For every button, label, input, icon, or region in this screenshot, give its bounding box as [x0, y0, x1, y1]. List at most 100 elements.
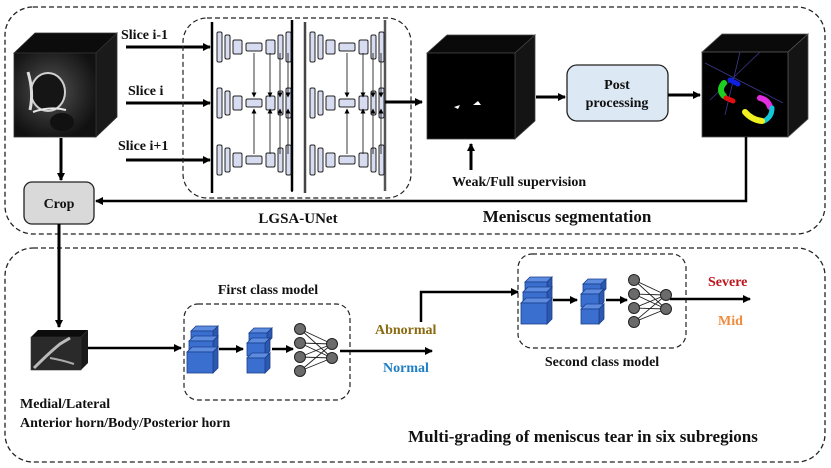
feature-map-cube	[580, 308, 600, 325]
mlp-neuron	[294, 337, 306, 349]
feature-map-cube	[246, 357, 266, 374]
normal-label: Normal	[383, 361, 429, 376]
slice-next-label: Slice i+1	[118, 139, 168, 154]
unet-layer-block	[224, 34, 231, 60]
second-model-frame	[517, 253, 687, 349]
segmentation-section-frame	[4, 6, 826, 235]
feature-map-cube	[520, 302, 548, 325]
abnormal-label: Abnormal	[375, 323, 437, 338]
subregion-cube	[30, 330, 88, 371]
unet-layer-block	[378, 31, 385, 63]
unet-layer-block	[338, 98, 356, 108]
post-processing-line2: processing	[586, 96, 649, 111]
unet-layer-block	[309, 31, 316, 63]
mlp-connection	[299, 343, 333, 372]
unet-layer-block	[317, 147, 324, 173]
unet-layer-block	[325, 39, 336, 55]
lgsa-unet-label: LGSA-UNet	[258, 211, 337, 227]
unet-layer-block	[285, 31, 292, 63]
unet-layer-block	[325, 152, 336, 168]
mask-blob	[473, 101, 481, 105]
unet-layer-block	[370, 34, 377, 60]
supervision-label: Weak/Full supervision	[452, 175, 586, 190]
grading-section-title: Multi-grading of meniscus tear in six su…	[408, 427, 758, 446]
feature-map-cube	[212, 346, 219, 374]
unet-layer-block	[232, 39, 243, 55]
unet-layer-block	[317, 34, 324, 60]
mlp-neuron	[628, 302, 640, 314]
unet-layer-block	[232, 152, 243, 168]
severe-label: Severe	[708, 275, 747, 290]
mlp-connection	[633, 294, 667, 323]
unet-layer-block	[285, 87, 292, 119]
feedback-to-crop-arrow	[95, 137, 748, 205]
unet-layer-block	[265, 39, 276, 55]
unet-layer-block	[378, 144, 385, 176]
slice-prev-label: Slice i-1	[121, 28, 168, 43]
unet-layer-block	[224, 90, 231, 116]
unet-layer-block	[245, 42, 263, 52]
unet-layer-block	[309, 87, 316, 119]
crop-box: Crop	[23, 181, 95, 225]
mlp-neuron	[628, 316, 640, 328]
second-model-label: Second class model	[545, 355, 659, 370]
unet-layer-block	[358, 39, 369, 55]
mask-blob	[454, 105, 460, 109]
unet-layer-block	[338, 42, 356, 52]
mlp-neuron	[660, 303, 672, 315]
segmentation-result-cube	[700, 33, 810, 138]
unet-layer-block	[245, 155, 263, 165]
crop-label: Crop	[44, 197, 75, 212]
subregion-line2: Anterior horn/Body/Posterior horn	[20, 416, 230, 431]
meniscus-segment	[761, 105, 775, 124]
subregion-line1: Medial/Lateral	[20, 397, 110, 412]
mid-label: Mid	[718, 314, 743, 329]
meniscus-segment	[718, 80, 727, 99]
unet-layer-block	[317, 90, 324, 116]
mlp-neuron	[294, 365, 306, 377]
unet-layer-block	[265, 152, 276, 168]
mlp-neuron	[660, 289, 672, 301]
unet-layer-block	[285, 144, 292, 176]
unet-layer-block	[309, 144, 316, 176]
unet-layer-block	[216, 87, 223, 119]
unet-layer-block	[277, 90, 284, 116]
unet-layer-block	[265, 95, 276, 111]
unet-layer-block	[338, 155, 356, 165]
unet-layer-block	[216, 31, 223, 63]
unet-layer-block	[245, 98, 263, 108]
unet-layer-block	[224, 147, 231, 173]
unet-layer-block	[216, 144, 223, 176]
post-processing-box: Post processing	[566, 64, 669, 122]
lgsa-unet-frame	[182, 17, 412, 199]
unet-layer-block	[277, 34, 284, 60]
mlp-neuron	[326, 352, 338, 364]
unet-layer-block	[277, 147, 284, 173]
feature-map-cube	[546, 297, 553, 325]
unet-layer-block	[370, 147, 377, 173]
segmentation-section-title: Meniscus segmentation	[483, 207, 652, 226]
meniscus-segment	[727, 77, 741, 87]
second-class-model-network	[520, 274, 672, 328]
meniscus-segment	[742, 109, 765, 124]
abnormal-to-second-model-arrow	[419, 288, 519, 322]
mlp-neuron	[326, 338, 338, 350]
first-class-model-network	[186, 323, 338, 377]
mlp-neuron	[294, 351, 306, 363]
lgsa-unet-network	[210, 20, 387, 193]
mlp-neuron	[294, 323, 306, 335]
mlp-neuron	[628, 288, 640, 300]
unet-layer-block	[232, 95, 243, 111]
grading-section-frame	[4, 247, 826, 463]
unet-layer-block	[358, 152, 369, 168]
unet-layer-block	[325, 95, 336, 111]
prediction-mask-cube	[425, 34, 537, 140]
first-model-label: First class model	[218, 283, 318, 298]
mri-volume-cube	[13, 32, 118, 138]
unet-layer-block	[370, 90, 377, 116]
unet-layer-block	[378, 87, 385, 119]
feature-map-cube	[186, 351, 214, 374]
meniscus-segment	[757, 95, 773, 110]
mlp-neuron	[628, 274, 640, 286]
